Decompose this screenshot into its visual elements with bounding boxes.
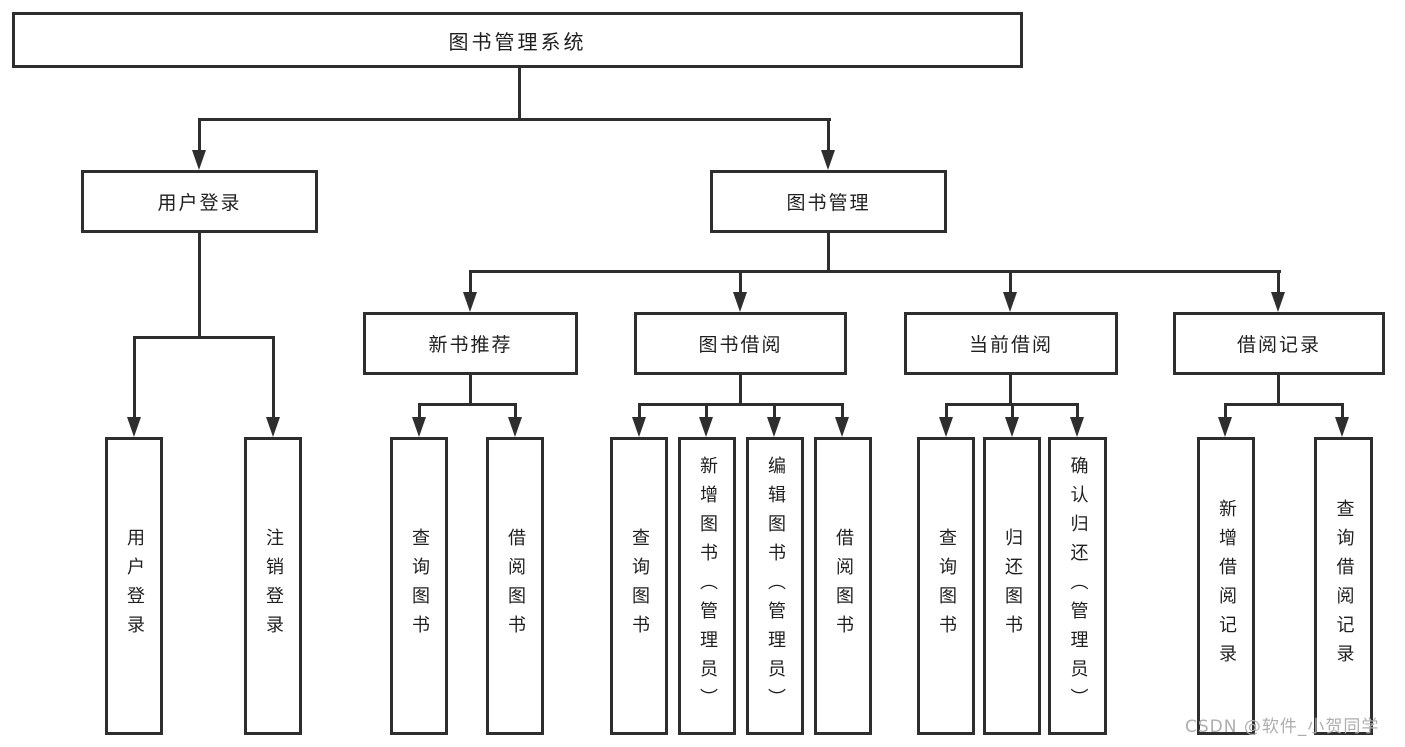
arrow-down-icon xyxy=(632,417,646,437)
node-label: 当前借阅 xyxy=(968,334,1053,356)
node-label: 图书管理 xyxy=(786,192,871,214)
leaf-query-books-recommend: 查询图书 xyxy=(390,437,448,735)
leaf-label: 借阅图书 xyxy=(505,528,526,644)
connector-line xyxy=(198,118,831,121)
connector-line xyxy=(1009,375,1012,406)
arrow-down-icon xyxy=(266,417,280,437)
connector-line xyxy=(133,336,275,339)
arrow-down-icon xyxy=(1003,292,1017,312)
arrow-down-icon xyxy=(1218,417,1232,437)
leaf-label: 查询借阅记录 xyxy=(1333,499,1355,673)
leaf-label: 查询图书 xyxy=(409,528,430,644)
leaf-label: 查询图书 xyxy=(629,528,650,644)
connector-line xyxy=(1341,403,1344,419)
leaf-borrow-books: 借阅图书 xyxy=(814,437,872,735)
node-label: 图书借阅 xyxy=(698,334,783,356)
connector-line xyxy=(133,336,136,419)
connector-line xyxy=(1224,403,1227,419)
arrow-down-icon xyxy=(463,292,477,312)
leaf-edit-books-admin: 编辑图书（管理员） xyxy=(746,437,804,735)
arrow-down-icon xyxy=(939,417,953,437)
leaf-confirm-return-admin: 确认归还（管理员） xyxy=(1048,437,1107,735)
connector-line xyxy=(827,233,830,273)
connector-line xyxy=(739,375,742,406)
arrow-down-icon xyxy=(767,417,781,437)
connector-line xyxy=(827,118,830,152)
node-current-borrowing: 当前借阅 xyxy=(904,312,1118,375)
leaf-label: 注销登录 xyxy=(263,528,284,644)
leaf-label: 归还图书 xyxy=(1002,528,1023,644)
leaf-query-books-borrowing: 查询图书 xyxy=(610,437,668,735)
connector-line xyxy=(1277,375,1280,406)
connector-line xyxy=(469,270,1281,273)
node-book-management: 图书管理 xyxy=(710,170,947,233)
node-user-login: 用户登录 xyxy=(81,170,318,233)
leaf-user-login: 用户登录 xyxy=(105,437,163,735)
node-label: 新书推荐 xyxy=(428,334,513,356)
connector-line xyxy=(773,403,776,419)
node-label: 图书管理系统 xyxy=(448,29,587,54)
connector-line xyxy=(198,233,201,339)
leaf-label: 编辑图书（管理员） xyxy=(765,455,786,717)
connector-line xyxy=(469,375,472,406)
leaf-return-books: 归还图书 xyxy=(983,437,1041,735)
connector-line xyxy=(418,403,517,406)
leaf-label: 新增图书（管理员） xyxy=(697,455,718,717)
arrow-down-icon xyxy=(1271,292,1285,312)
leaf-borrow-books-recommend: 借阅图书 xyxy=(486,437,544,735)
node-label: 借阅记录 xyxy=(1236,334,1321,356)
node-borrowing-records: 借阅记录 xyxy=(1173,312,1385,375)
node-label: 用户登录 xyxy=(157,192,242,214)
arrow-down-icon xyxy=(1005,417,1019,437)
connector-line xyxy=(638,403,641,419)
leaf-query-borrow-record: 查询借阅记录 xyxy=(1314,437,1373,735)
node-book-borrowing: 图书借阅 xyxy=(634,312,847,375)
arrow-down-icon xyxy=(699,417,713,437)
connector-line xyxy=(739,270,742,296)
connector-line xyxy=(841,403,844,419)
connector-line xyxy=(1277,270,1280,296)
arrow-down-icon xyxy=(821,150,835,170)
connector-line xyxy=(514,403,517,419)
connector-line xyxy=(518,66,521,120)
arrow-down-icon xyxy=(192,150,206,170)
leaf-label: 查询图书 xyxy=(936,528,957,644)
connector-line xyxy=(1224,403,1344,406)
arrow-down-icon xyxy=(412,417,426,437)
connector-line xyxy=(705,403,708,419)
csdn-watermark: CSDN @软件_小贺同学 xyxy=(1185,717,1380,737)
leaf-label: 确认归还（管理员） xyxy=(1067,455,1089,717)
connector-line xyxy=(638,403,844,406)
connector-line xyxy=(272,336,275,419)
connector-line xyxy=(945,403,948,419)
connector-line xyxy=(198,118,201,152)
leaf-label: 用户登录 xyxy=(124,528,145,644)
connector-line xyxy=(1011,403,1014,419)
arrow-down-icon xyxy=(508,417,522,437)
arrow-down-icon xyxy=(127,417,141,437)
connector-line xyxy=(1076,403,1079,419)
arrow-down-icon xyxy=(733,292,747,312)
node-library-system: 图书管理系统 xyxy=(12,12,1023,68)
leaf-query-books-current: 查询图书 xyxy=(917,437,975,735)
connector-line xyxy=(418,403,421,419)
leaf-add-borrow-record: 新增借阅记录 xyxy=(1197,437,1255,735)
connector-line xyxy=(1009,270,1012,296)
arrow-down-icon xyxy=(1070,417,1084,437)
arrow-down-icon xyxy=(1335,417,1349,437)
leaf-label: 新增借阅记录 xyxy=(1216,499,1237,673)
node-new-book-recommend: 新书推荐 xyxy=(363,312,578,375)
leaf-label: 借阅图书 xyxy=(833,528,854,644)
leaf-logout: 注销登录 xyxy=(244,437,302,735)
leaf-add-books-admin: 新增图书（管理员） xyxy=(678,437,736,735)
connector-line xyxy=(469,270,472,296)
arrow-down-icon xyxy=(835,417,849,437)
